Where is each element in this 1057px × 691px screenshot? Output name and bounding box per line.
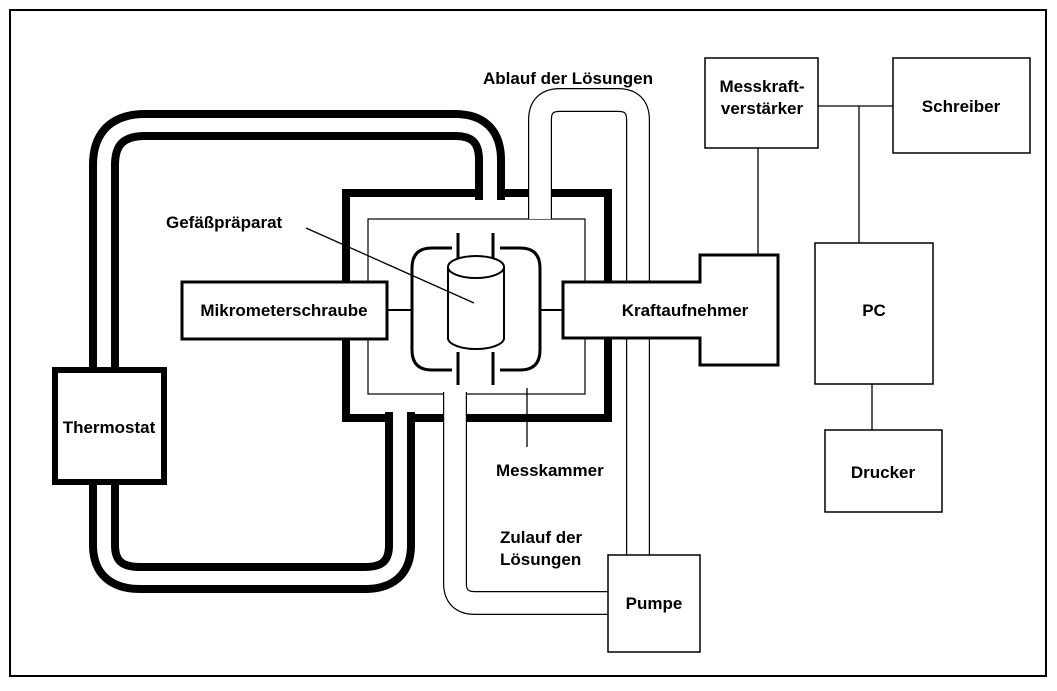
outer-frame [9, 9, 1047, 677]
gefaess-label: Gefäßpräparat [166, 213, 283, 232]
messkraft-label-line2: verstärker [721, 99, 804, 118]
drucker-box [824, 429, 943, 513]
schreiber-label: Schreiber [922, 97, 1001, 116]
mikrometer-box [180, 280, 389, 341]
pumpe-label: Pumpe [626, 594, 683, 613]
jacket-stubs [385, 185, 505, 432]
messkammer-label: Messkammer [496, 461, 604, 480]
inlet-tube [443, 392, 608, 615]
kraftaufnehmer-box [561, 253, 780, 367]
thermostat-box [52, 367, 167, 485]
zulauf-label-line1: Zulauf der [500, 528, 583, 547]
kraftaufnehmer-label: Kraftaufnehmer [622, 301, 749, 320]
thermostat-label: Thermostat [63, 418, 156, 437]
pc-box [814, 242, 934, 385]
messkraftverstaerker-box [704, 57, 819, 149]
ablauf-label: Ablauf der Lösungen [483, 69, 653, 88]
pumpe-box [607, 554, 701, 653]
vessel-holder [410, 233, 542, 385]
vessel-cylinder [447, 255, 505, 350]
outlet-tube [528, 88, 650, 555]
zulauf-label-line2: Lösungen [500, 550, 581, 569]
schreiber-box [892, 57, 1031, 154]
signal-wires [757, 105, 893, 430]
gefaess-leader [305, 227, 475, 304]
messkraft-label-line1: Messkraft- [719, 77, 804, 96]
thermostat-tube [89, 110, 505, 593]
pc-label: PC [862, 301, 886, 320]
mikrometer-label: Mikrometerschraube [200, 301, 367, 320]
drucker-label: Drucker [851, 463, 916, 482]
